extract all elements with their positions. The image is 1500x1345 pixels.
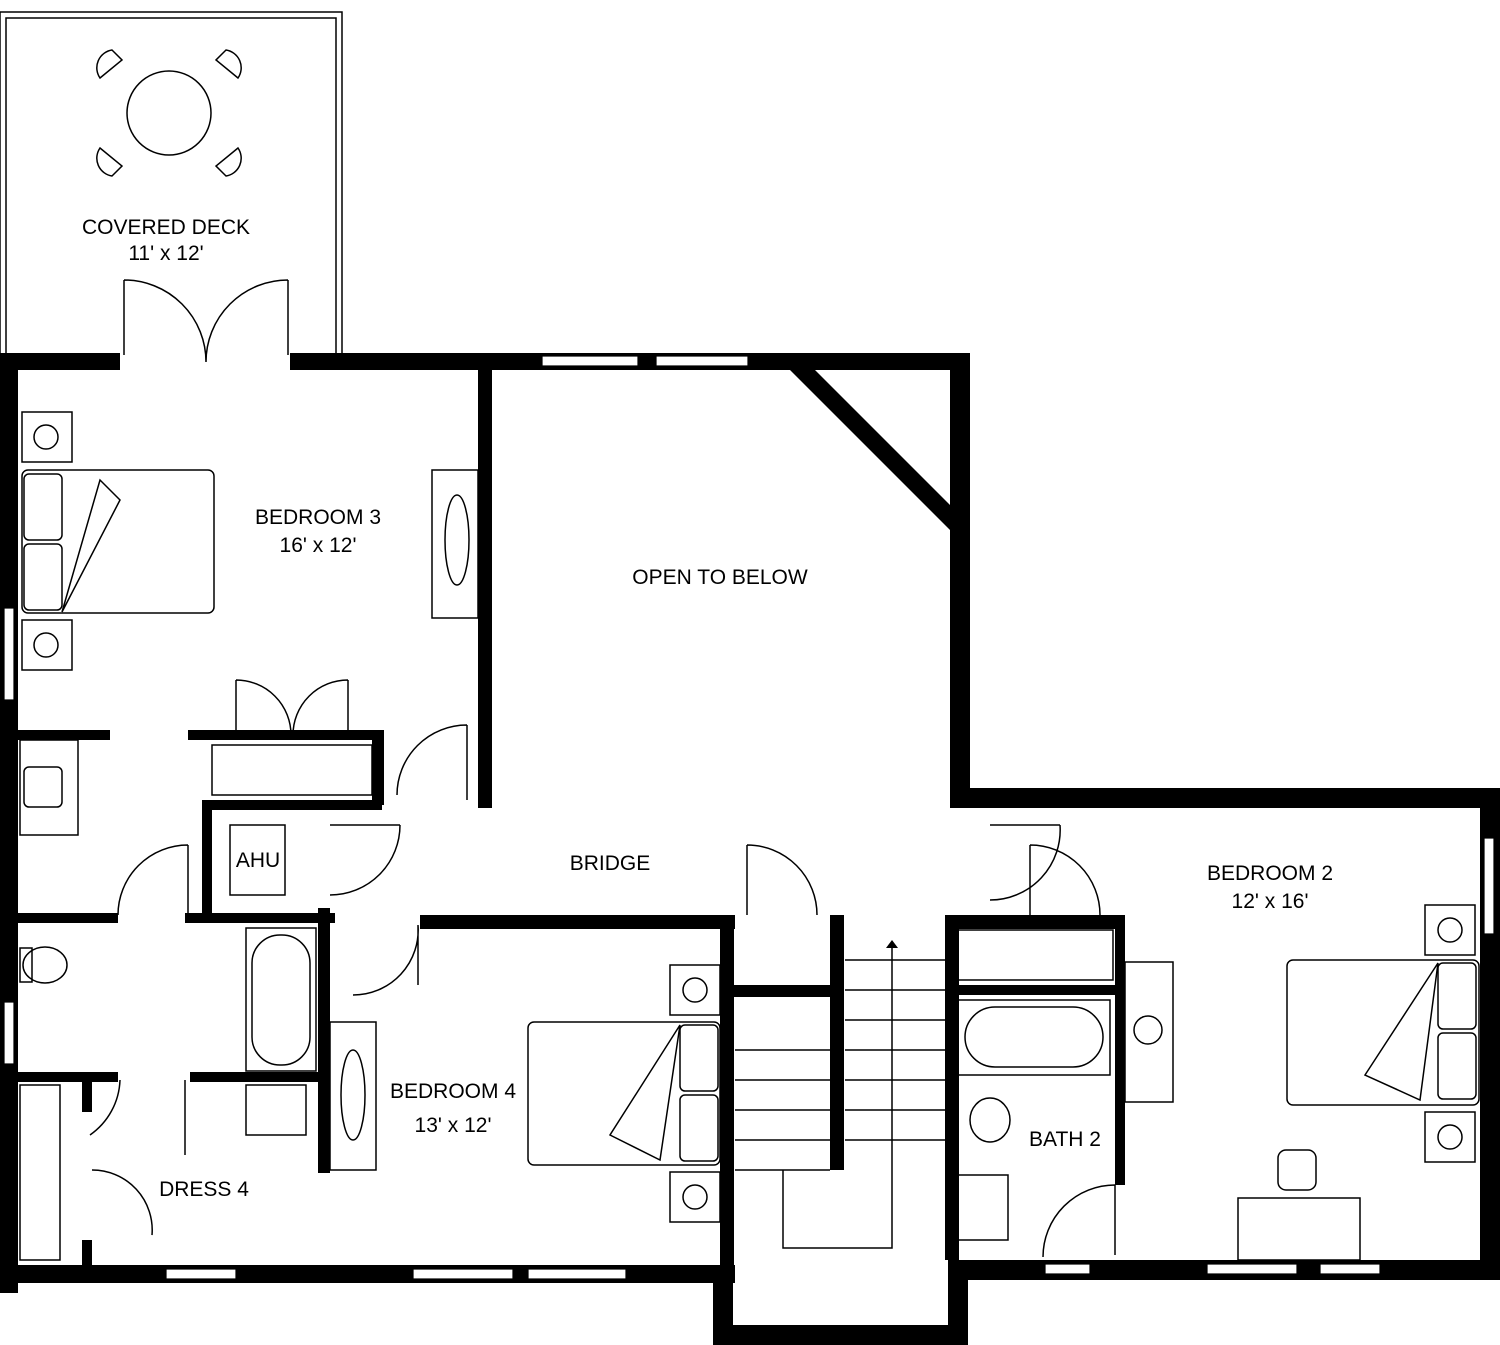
bath2-label: BATH 2 [1029,1128,1101,1151]
furniture [19,411,1480,1261]
doors[interactable] [89,724,1116,1258]
desk [1237,1197,1361,1261]
nightstand [1424,1111,1476,1163]
bedroom3-name: BEDROOM 3 [255,506,381,529]
bed-bedroom2 [1286,959,1480,1106]
covered-deck: COVERED DECK 11' x 12' [0,11,343,363]
bathtub [957,999,1111,1076]
bedroom2-size: 12' x 16' [1232,890,1309,913]
nightstand [669,1171,721,1223]
bed-bedroom3 [21,469,215,614]
dresser [1124,961,1174,1103]
sink [23,766,63,808]
covered-deck-size: 11' x 12' [128,242,203,265]
windows [3,355,1495,1280]
ahu-label: AHU [236,849,280,872]
sink [245,1084,307,1136]
bedroom4-size: 13' x 12' [415,1114,492,1137]
sink [957,1174,1009,1241]
nightstand [669,964,721,1016]
linen-shelf [957,929,1114,981]
bed-bedroom4 [527,1021,721,1166]
stairs[interactable] [735,940,945,1249]
closet-shelf [211,744,373,796]
bedroom2-name: BEDROOM 2 [1207,862,1333,885]
dresser [431,469,479,619]
covered-deck-name: COVERED DECK [82,216,250,239]
ahu-unit [229,824,286,896]
toilet [969,1097,1011,1143]
nightstand [21,619,73,671]
chair [1277,1149,1317,1191]
dresser [329,1021,377,1171]
nightstand [21,411,73,463]
bridge-label: BRIDGE [570,852,651,875]
toilet [22,946,68,984]
closet-rod [19,1084,61,1261]
bedroom4-name: BEDROOM 4 [390,1080,516,1103]
bathtub [245,927,317,1072]
deck-door[interactable] [123,279,289,363]
bedroom3-size: 16' x 12' [280,534,357,557]
deck-table [96,49,242,177]
dress4-label: DRESS 4 [159,1178,249,1201]
open-to-below-label: OPEN TO BELOW [632,566,808,589]
nightstand [1424,904,1476,956]
